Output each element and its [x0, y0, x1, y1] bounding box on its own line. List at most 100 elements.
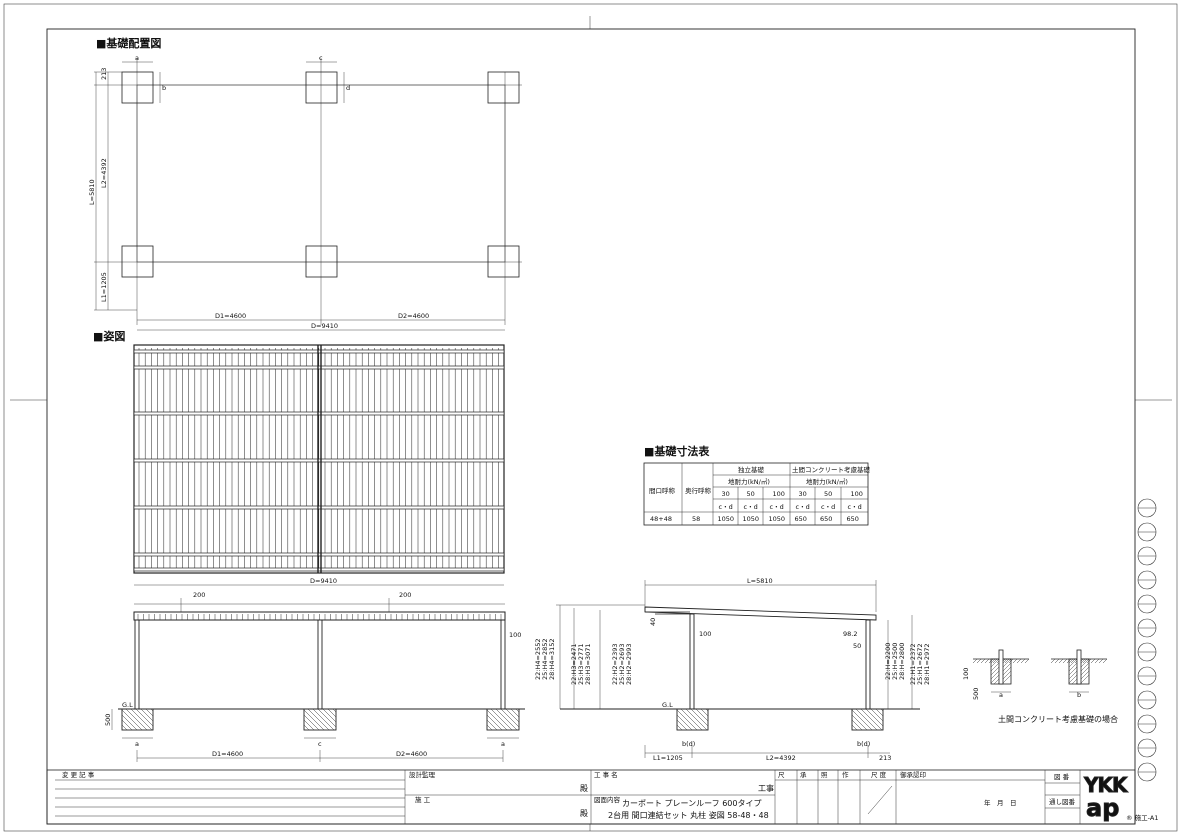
- post: [134, 619, 140, 710]
- detail-footing: [972, 649, 1030, 693]
- post: [317, 619, 323, 710]
- roof-purlin: [133, 552, 505, 557]
- detail-a: a: [999, 691, 1003, 699]
- ykk-ap-logo: YKK ap: [1083, 773, 1131, 823]
- svg-text:650: 650: [795, 515, 807, 523]
- foundation-block: [121, 245, 154, 278]
- notice-no-label: 通し図番: [1049, 797, 1076, 806]
- side-post: [689, 613, 695, 710]
- dim-D1: D1=4600: [215, 312, 246, 320]
- section-title-foundation-layout: ■基礎配置図: [96, 36, 161, 50]
- roof-top-view: D=9410: [133, 344, 505, 586]
- svg-text:c・d: c・d: [848, 503, 862, 511]
- roof-purlin: [133, 458, 505, 463]
- footing: [303, 708, 337, 731]
- approval-label: 御承認印: [900, 770, 926, 779]
- dono-2: 殿: [580, 809, 588, 818]
- svg-text:30: 30: [799, 490, 807, 498]
- beam-ticks: [137, 614, 502, 620]
- side-roof: [644, 606, 877, 621]
- roof-ribs: [133, 348, 505, 572]
- svg-text:48+48: 48+48: [650, 515, 672, 523]
- table-bearing-1: 地耐力(kN/㎡): [728, 477, 770, 486]
- stamp-labels: 尺承照作尺 度: [778, 770, 887, 779]
- overhang-left-label: 200: [193, 591, 205, 599]
- svg-text:c・d: c・d: [744, 503, 758, 511]
- dim-213: 213: [100, 68, 108, 80]
- side-100-label: 100: [699, 630, 711, 638]
- svg-text:1050: 1050: [743, 515, 760, 523]
- dono-1: 殿: [580, 784, 588, 793]
- svg-text:c・d: c・d: [821, 503, 835, 511]
- gl-label: G.L: [122, 701, 133, 709]
- foundation-plan: a c b d 213 L=5810 L2=4392 L1=1205 D1=46…: [88, 54, 522, 331]
- sheet-number: ® 施工-A1: [1126, 813, 1159, 822]
- side-footings: [676, 708, 884, 731]
- dim-c-label: c: [319, 54, 323, 62]
- drawing-title-line-2: 2台用 間口連結セット 丸柱 姿図 58-48・48: [608, 810, 769, 820]
- svg-text:尺: 尺: [778, 771, 785, 779]
- svg-text:50: 50: [747, 490, 755, 498]
- svg-text:1050: 1050: [718, 515, 735, 523]
- svg-text:650: 650: [820, 515, 832, 523]
- foundation-block: [487, 245, 520, 278]
- drawing-title-line-1: カーポート プレーンルーフ 600タイプ: [622, 799, 761, 808]
- roof-width-label: D=9410: [310, 577, 337, 585]
- svg-text:c・d: c・d: [770, 503, 784, 511]
- svg-text:28:H1=2972: 28:H1=2972: [923, 644, 931, 685]
- footing: [486, 708, 520, 731]
- svg-text:25:H4=2852: 25:H4=2852: [541, 639, 549, 680]
- title-block: 変 更 記 事 設計監理 施 工 殿 殿 工 事 名 工事 図面内容 カーポート…: [46, 769, 1159, 825]
- svg-text:22:H1=2372: 22:H1=2372: [909, 644, 917, 685]
- side-213-label: 213: [879, 754, 891, 762]
- date-label: 年 月 日: [984, 798, 1017, 807]
- footing-a-left: a: [135, 740, 139, 748]
- side-bd2-label: b(d): [857, 740, 870, 748]
- dim-L: L=5810: [88, 179, 96, 205]
- svg-text:25:H3=2771: 25:H3=2771: [577, 644, 585, 685]
- dim-D: D=9410: [311, 322, 338, 330]
- detail-footing: [1050, 649, 1108, 693]
- svg-text:22:H2=2393: 22:H2=2393: [611, 644, 619, 685]
- svg-text:100: 100: [851, 490, 863, 498]
- front-D1-label: D1=4600: [212, 750, 243, 758]
- table-indep: 独立基礎: [738, 465, 765, 474]
- svg-text:100: 100: [773, 490, 785, 498]
- roof-purlin: [133, 505, 505, 510]
- svg-text:28:H3=3071: 28:H3=3071: [584, 644, 592, 685]
- svg-text:尺 度: 尺 度: [871, 770, 887, 779]
- footing: [676, 708, 709, 731]
- side-gl-label: G.L: [662, 701, 673, 709]
- dim-L2: L2=4392: [100, 158, 108, 188]
- front-footings: [121, 708, 520, 731]
- dim-b-label: b: [162, 84, 166, 92]
- project-name-label: 工 事 名: [594, 770, 618, 779]
- section-title-elevation: ■姿図: [93, 329, 125, 343]
- svg-text:照: 照: [821, 771, 828, 779]
- svg-text:28:H=2800: 28:H=2800: [898, 643, 906, 680]
- foundation-block: [305, 245, 338, 278]
- side-L-label: L=5810: [747, 577, 773, 585]
- roof-purlin: [133, 411, 505, 416]
- side-bd1-label: b(d): [682, 740, 695, 748]
- svg-text:作: 作: [842, 770, 849, 779]
- post: [500, 619, 506, 710]
- overhang-right-label: 200: [399, 591, 411, 599]
- footing-c-mid: c: [318, 740, 322, 748]
- dim-L1: L1=1205: [100, 272, 108, 302]
- svg-text:ap: ap: [1086, 794, 1119, 822]
- side-50-label: 50: [853, 642, 861, 650]
- svg-text:58: 58: [692, 515, 700, 523]
- side-L1-label: L1=1205: [653, 754, 683, 762]
- inner-frame: [46, 28, 1136, 825]
- svg-text:28:H4=3152: 28:H4=3152: [548, 639, 556, 680]
- detail-b: b: [1077, 691, 1081, 699]
- side-L2-label: L2=4392: [766, 754, 796, 762]
- front-elevation: 200 200 100 G.L 500 a c a D1=4600 D2=460…: [104, 591, 525, 762]
- side-post: [865, 619, 871, 710]
- foundation-block: [305, 71, 338, 104]
